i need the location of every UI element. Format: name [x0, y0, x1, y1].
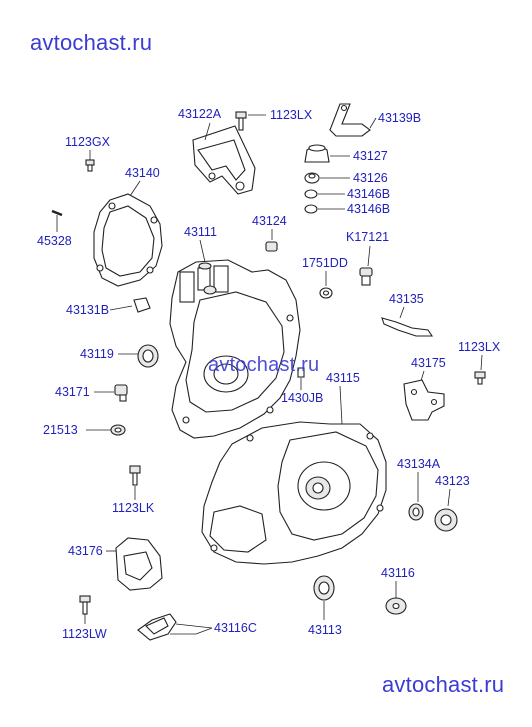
label-43175: 43175: [411, 356, 446, 370]
watermark-bottom: avtochast.ru: [382, 672, 505, 697]
part-43175-bracket: [403, 379, 445, 421]
label-43146B-1: 43146B: [347, 187, 390, 201]
label-43146B-2: 43146B: [347, 202, 390, 216]
part-43122A-bracket: [192, 125, 256, 195]
part-1123LW-bolt: [79, 595, 91, 615]
part-43146B-washer-1: [304, 189, 318, 199]
label-43139B: 43139B: [378, 111, 421, 125]
part-1123LK-bolt: [129, 465, 141, 486]
part-1123GX-bolt: [85, 159, 95, 172]
label-43124: 43124: [252, 214, 287, 228]
part-45328-pin: [51, 209, 63, 217]
label-1430JB: 1430JB: [281, 391, 323, 405]
part-43123-seal: [434, 508, 458, 532]
part-43131B-clip: [133, 297, 151, 313]
part-43176-cover: [115, 537, 163, 591]
part-43111-clutch-housing: [169, 259, 301, 439]
label-43134A: 43134A: [397, 457, 441, 471]
label-1123GX: 1123GX: [65, 135, 111, 149]
part-43116C-shift-lever: [137, 613, 177, 641]
label-43122A: 43122A: [178, 107, 222, 121]
label-43140: 43140: [125, 166, 160, 180]
part-43119-seal: [137, 344, 159, 368]
label-43116: 43116: [381, 566, 415, 580]
label-1123LW: 1123LW: [62, 627, 107, 641]
part-43135-lever: [381, 317, 434, 337]
part-K17121-sensor: [359, 267, 373, 286]
label-1123LX-right: 1123LX: [458, 340, 501, 354]
label-43123: 43123: [435, 474, 470, 488]
watermark-middle: avtochast.ru: [208, 354, 320, 376]
label-43171: 43171: [55, 385, 90, 399]
label-1123LX-top: 1123LX: [270, 108, 313, 122]
label-43116C: 43116C: [214, 621, 257, 635]
label-45328: 45328: [37, 234, 72, 248]
label-1751DD: 1751DD: [302, 256, 348, 270]
part-21513-gasket: [110, 424, 126, 436]
part-43127-boot: [304, 144, 330, 163]
label-43127: 43127: [353, 149, 388, 163]
label-43176: 43176: [68, 544, 103, 558]
part-43113-seal: [313, 575, 335, 601]
label-43119: 43119: [80, 347, 114, 361]
label-43111: 43111: [184, 225, 217, 239]
part-1123LX-bolt-top: [235, 111, 247, 131]
label-43131B: 43131B: [66, 303, 109, 317]
part-43134A-ring: [408, 503, 424, 521]
part-1751DD-washer: [319, 287, 333, 299]
part-1430JB-plug: [297, 367, 305, 378]
part-43126-bushing: [304, 172, 320, 184]
part-1123LX-bolt-right: [474, 371, 486, 385]
label-21513: 21513: [43, 423, 78, 437]
part-43140-cover: [93, 193, 163, 287]
part-43115-transaxle-case: [201, 421, 387, 565]
label-43115: 43115: [326, 371, 360, 385]
watermark-top: avtochast.ru: [30, 30, 153, 55]
label-1123LK: 1123LK: [112, 501, 155, 515]
part-43116-shim: [385, 597, 407, 615]
label-K17121: K17121: [346, 230, 389, 244]
label-43135: 43135: [389, 292, 424, 306]
label-43126: 43126: [353, 171, 388, 185]
part-43124-plug: [265, 241, 278, 252]
label-43113: 43113: [308, 623, 342, 637]
part-43146B-washer-2: [304, 204, 318, 214]
part-43139B-bracket: [329, 103, 371, 137]
part-43171-switch: [114, 384, 128, 402]
